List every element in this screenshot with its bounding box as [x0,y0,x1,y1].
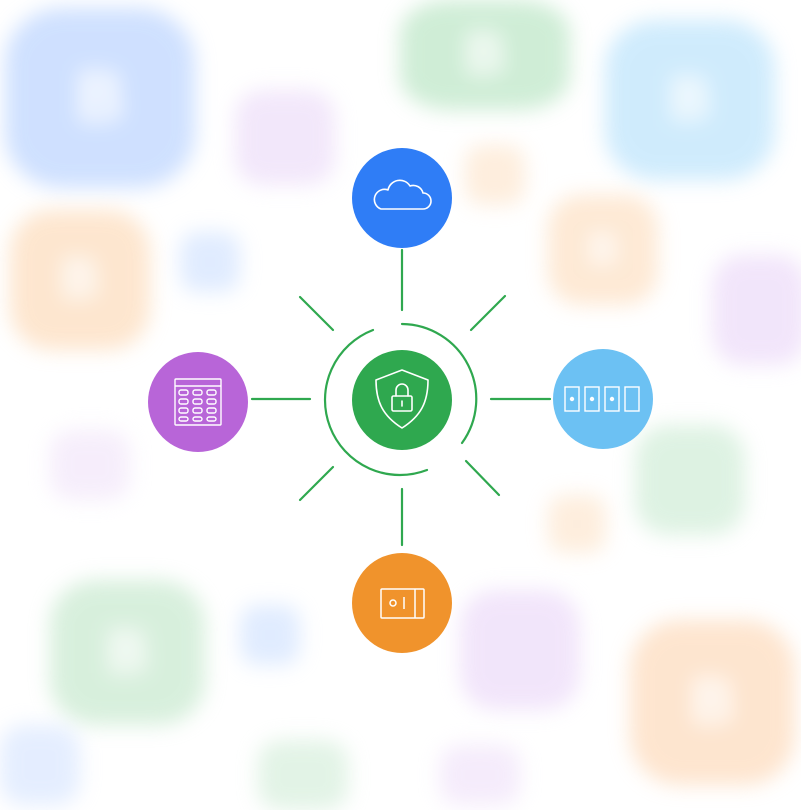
bg-tile-orange-right [548,495,606,553]
bg-tile-blue-bottom [0,725,80,805]
center-ring-arc-left [323,328,429,477]
vault-node[interactable] [352,553,452,653]
keypad-grid-icon [174,378,222,426]
ray-bottom-left [298,465,335,502]
bg-tile-purple-bottom [440,745,520,805]
bg-bitcoin-tile-orange: B [10,210,150,350]
ray-bottom-right [464,459,501,497]
safe-vault-icon [380,588,425,619]
bg-bitcoin-tile-lightblue: B [605,20,775,180]
bg-tile-blue-lower [240,605,300,665]
center-ring-arc-right [400,322,478,445]
bg-tile-green-bottom [258,740,348,810]
bg-tile-purple-left [50,430,130,500]
bitcoin-coin-icon: B [667,65,713,135]
bg-tile-blue-small [180,232,240,292]
shield-lock-icon [375,369,429,429]
bitcoin-coin-icon: B [104,617,151,688]
four-boxes-icon [564,386,640,412]
bitcoin-coin-icon: B [688,665,737,740]
bg-bitcoin-tile-green: B [400,0,570,110]
cloud-node-circle[interactable] [352,148,452,248]
bg-tile-purple-lower [460,590,580,710]
connector-lines [250,248,552,547]
bg-tile-purple-right [712,255,801,365]
bitcoin-coin-icon: B [58,247,102,313]
vault-node-circle[interactable] [352,553,452,653]
ray-top-right [469,294,507,332]
boxes-node-circle[interactable] [553,349,653,449]
bg-bitcoin-tile-orange-lower: B [630,620,795,785]
bg-tile-orange-small [465,145,525,205]
cloud-icon [373,179,432,210]
center-node-circle[interactable] [352,350,452,450]
bg-bitcoin-tile-green-left: B [50,580,205,725]
keypad-node-circle[interactable] [148,352,248,452]
center-node[interactable] [352,350,452,450]
bitcoin-coin-icon: B [462,20,508,90]
cloud-node[interactable] [352,148,452,248]
bg-bitcoin-tile-orange-right: B [548,195,658,305]
bg-bitcoin-tile-blue: B [5,8,195,188]
bitcoin-coin-icon: B [73,57,127,139]
boxes-node[interactable] [553,349,653,449]
bg-tile-purple-small [235,90,335,185]
ray-top-left [298,295,335,332]
bg-tile-green-right [635,425,745,535]
bitcoin-coin-icon: B [586,224,620,276]
keypad-node[interactable] [148,352,248,452]
